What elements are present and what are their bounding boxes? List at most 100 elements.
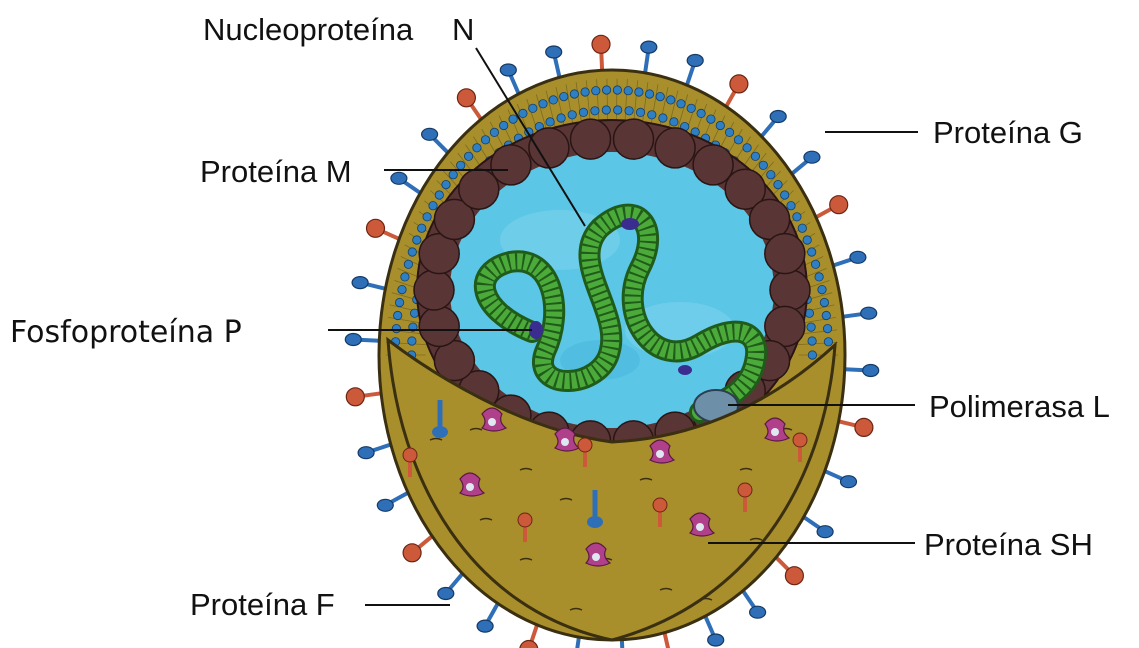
- phosphoprotein-p-2: [621, 218, 639, 230]
- lipid-head: [687, 104, 695, 112]
- protein-sh-core: [656, 450, 664, 458]
- lipid-head: [392, 324, 400, 332]
- protein-g-head: [457, 89, 475, 107]
- lipid-head: [591, 107, 599, 115]
- protein-f-head: [500, 64, 516, 76]
- lipid-head: [418, 224, 426, 232]
- label-fosfoproteina-p: Fosfoproteína P: [10, 315, 242, 350]
- lipid-head: [670, 118, 678, 126]
- matrix-protein: [414, 270, 454, 310]
- protein-f-head: [438, 588, 454, 600]
- protein-sh-core: [696, 523, 704, 531]
- lipid-head: [395, 298, 403, 306]
- spike-stalk: [665, 633, 671, 648]
- lipid-head: [811, 260, 819, 268]
- lipid-head: [442, 180, 450, 188]
- lipid-head: [635, 88, 643, 96]
- protein-g-head: [830, 196, 848, 214]
- label-proteina-f: Proteína F: [190, 587, 335, 622]
- lipid-head: [449, 171, 457, 179]
- lipid-head: [464, 152, 472, 160]
- matrix-protein: [765, 234, 805, 274]
- lipid-head: [677, 100, 685, 108]
- lipid-head: [808, 248, 816, 256]
- lipid-head: [659, 114, 667, 122]
- lipid-head: [401, 273, 409, 281]
- label-n: N: [452, 12, 474, 47]
- lipid-head: [398, 285, 406, 293]
- spike-stalk: [575, 637, 579, 648]
- protein-f-head: [687, 55, 703, 67]
- protein-g-head: [518, 513, 532, 527]
- matrix-protein: [459, 169, 499, 209]
- lipid-head: [808, 351, 816, 359]
- lipid-head: [751, 152, 759, 160]
- protein-g-head: [785, 567, 803, 585]
- lipid-head: [557, 114, 565, 122]
- lipid-head: [743, 144, 751, 152]
- label-proteina-g: Proteína G: [933, 115, 1083, 150]
- lipid-head: [808, 337, 816, 345]
- lipid-head: [707, 115, 715, 123]
- lipid-head: [509, 115, 517, 123]
- label-proteina-m: Proteína M: [200, 154, 352, 189]
- lipid-head: [408, 337, 416, 345]
- protein-f-head: [422, 128, 438, 140]
- lipid-head: [481, 136, 489, 144]
- lipid-head: [734, 136, 742, 144]
- lipid-head: [625, 107, 633, 115]
- lipid-head: [423, 213, 431, 221]
- label-proteina-sh: Proteína SH: [924, 527, 1093, 562]
- matrix-protein: [529, 128, 569, 168]
- protein-f-head: [708, 634, 724, 646]
- lipid-head: [473, 144, 481, 152]
- matrix-protein: [655, 128, 695, 168]
- lipid-head: [602, 106, 610, 114]
- lipid-head: [549, 96, 557, 104]
- protein-f-head: [546, 46, 562, 58]
- protein-sh-core: [592, 553, 600, 561]
- lipid-head: [820, 298, 828, 306]
- lipid-head: [570, 90, 578, 98]
- protein-f-head: [477, 620, 493, 632]
- protein-f-head: [587, 516, 603, 528]
- lipid-head: [824, 338, 832, 346]
- lipid-head: [648, 111, 656, 119]
- lipid-head: [490, 128, 498, 136]
- lipid-head: [624, 87, 632, 95]
- protein-f-head: [750, 606, 766, 618]
- lipid-head: [798, 224, 806, 232]
- lipid-head: [725, 128, 733, 136]
- protein-f-head: [817, 526, 833, 538]
- protein-f-head: [850, 251, 866, 263]
- matrix-protein: [614, 119, 654, 159]
- protein-g-head: [367, 219, 385, 237]
- lipid-head: [807, 323, 815, 331]
- lipid-head: [568, 111, 576, 119]
- lipid-head: [667, 96, 675, 104]
- lipid-head: [656, 92, 664, 100]
- lipid-head: [823, 324, 831, 332]
- matrix-protein: [419, 306, 459, 346]
- protein-g-head: [578, 438, 592, 452]
- protein-g-head: [403, 448, 417, 462]
- lipid-head: [457, 161, 465, 169]
- protein-g-head: [592, 35, 610, 53]
- lipid-head: [759, 161, 767, 169]
- lipid-head: [519, 109, 527, 117]
- protein-f-head: [358, 447, 374, 459]
- lipid-head: [408, 248, 416, 256]
- lipid-head: [429, 202, 437, 210]
- matrix-protein: [491, 145, 531, 185]
- lipid-head: [636, 108, 644, 116]
- lipid-head: [592, 87, 600, 95]
- protein-g-head: [738, 483, 752, 497]
- label-polimerasa-l: Polimerasa L: [929, 389, 1110, 424]
- protein-f-head: [391, 172, 407, 184]
- protein-f-head: [352, 277, 368, 289]
- lipid-head: [781, 191, 789, 199]
- lipid-head: [793, 213, 801, 221]
- lipid-head: [787, 202, 795, 210]
- protein-g-head: [730, 75, 748, 93]
